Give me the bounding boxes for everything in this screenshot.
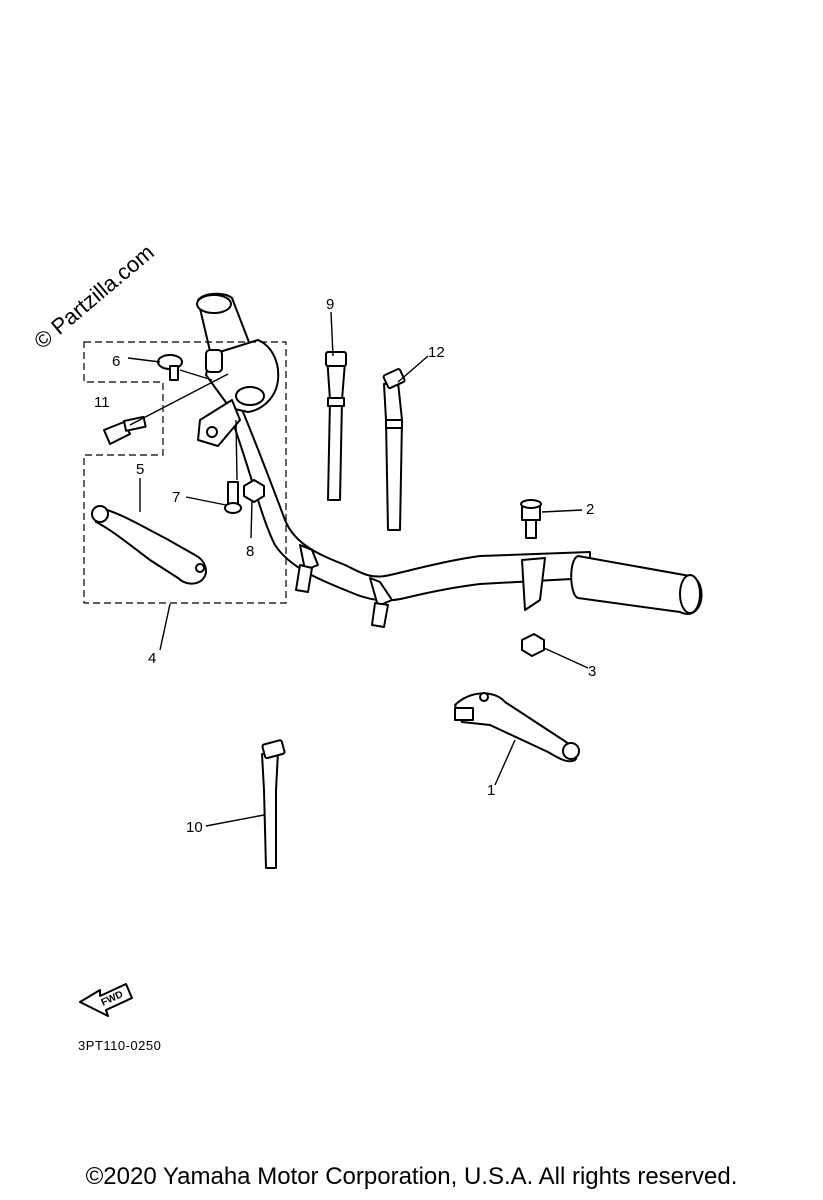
part-9-cable-tie	[325, 351, 347, 501]
part-1-lever	[454, 692, 580, 763]
part-12-cable-tie	[382, 368, 406, 531]
part-5-lever	[91, 505, 207, 585]
part-10-cable-tie	[261, 739, 286, 869]
callout-9: 9	[326, 296, 334, 313]
callout-11: 11	[94, 394, 110, 411]
assembly-box-4	[83, 341, 287, 604]
callout-8: 8	[246, 543, 254, 560]
callout-7: 7	[172, 489, 180, 506]
part-8-nut	[243, 479, 265, 503]
callout-1: 1	[487, 782, 495, 799]
callout-12: 12	[428, 344, 445, 361]
part-2-bolt	[520, 499, 542, 539]
diagram-code: 3PT110-0250	[78, 1038, 161, 1053]
leader-lines	[127, 311, 589, 827]
part-6-screw	[157, 354, 183, 381]
part-7-screw	[224, 481, 242, 514]
callout-5: 5	[136, 461, 144, 478]
right-grip	[570, 555, 703, 615]
callout-3: 3	[588, 663, 596, 680]
copyright-notice: ©2020 Yamaha Motor Corporation, U.S.A. A…	[85, 1163, 738, 1190]
callout-2: 2	[586, 501, 594, 518]
left-grip	[196, 292, 280, 447]
callout-6: 6	[112, 353, 120, 370]
part-11-bolt	[103, 415, 147, 445]
callout-10: 10	[186, 819, 203, 836]
fwd-arrow-icon: FWD	[79, 983, 133, 1017]
callout-4: 4	[148, 650, 156, 667]
part-3-nut	[521, 633, 545, 657]
watermark: © Partzilla.com	[29, 239, 159, 353]
